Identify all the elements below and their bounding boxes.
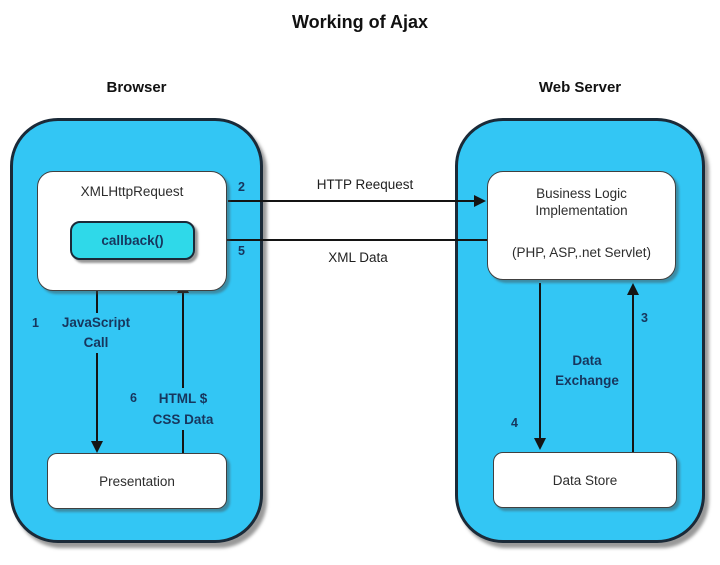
data-read-arrow-line xyxy=(632,295,634,452)
data-exchange-label: Data Exchange xyxy=(547,351,627,391)
step-number-1: 1 xyxy=(32,316,39,330)
xml-data-label: XML Data xyxy=(328,250,388,265)
xmlhttprequest-label: XMLHttpRequest xyxy=(80,184,184,199)
presentation-node: Presentation xyxy=(47,453,227,509)
xml-data-arrow-line xyxy=(214,239,487,241)
step-number-6: 6 xyxy=(130,391,137,405)
html-css-line1: HTML $ xyxy=(158,391,208,406)
data-write-arrow-line xyxy=(539,283,541,438)
javascript-call-arrowhead-icon xyxy=(91,441,103,453)
javascript-call-line2: Call xyxy=(83,335,109,350)
step-number-4: 4 xyxy=(511,416,518,430)
html-css-label: HTML $ CSS Data xyxy=(146,388,220,430)
javascript-call-line1: JavaScript xyxy=(61,315,131,330)
http-request-arrow-line xyxy=(228,200,476,202)
data-read-arrowhead-icon xyxy=(627,283,639,295)
business-logic-line3: (PHP, ASP,.net Servlet) xyxy=(511,245,652,260)
data-exchange-line2: Exchange xyxy=(555,373,619,388)
data-store-node: Data Store xyxy=(493,452,677,508)
browser-heading: Browser xyxy=(106,79,167,96)
diagram-title: Working of Ajax xyxy=(291,12,428,32)
step-number-3: 3 xyxy=(641,311,648,325)
data-write-arrowhead-icon xyxy=(534,438,546,450)
javascript-call-label: JavaScript Call xyxy=(41,313,151,353)
webserver-heading: Web Server xyxy=(538,79,622,96)
step-number-2: 2 xyxy=(238,180,245,194)
http-request-arrowhead-icon xyxy=(474,195,486,207)
business-logic-line2: Implementation xyxy=(535,203,628,218)
javascript-call-arrow-line xyxy=(96,280,98,441)
http-request-label: HTTP Reequest xyxy=(316,177,414,192)
business-logic-line1: Business Logic xyxy=(536,186,627,201)
data-exchange-line1: Data xyxy=(572,353,602,368)
step-number-5: 5 xyxy=(238,244,245,258)
html-css-line2: CSS Data xyxy=(152,412,214,427)
callback-node: callback() xyxy=(70,221,195,260)
data-store-label: Data Store xyxy=(552,472,618,488)
html-css-arrow-line xyxy=(182,293,184,455)
callback-label: callback() xyxy=(101,233,164,248)
presentation-label: Presentation xyxy=(99,473,175,489)
business-logic-node: Business Logic Implementation (PHP, ASP,… xyxy=(487,171,676,280)
